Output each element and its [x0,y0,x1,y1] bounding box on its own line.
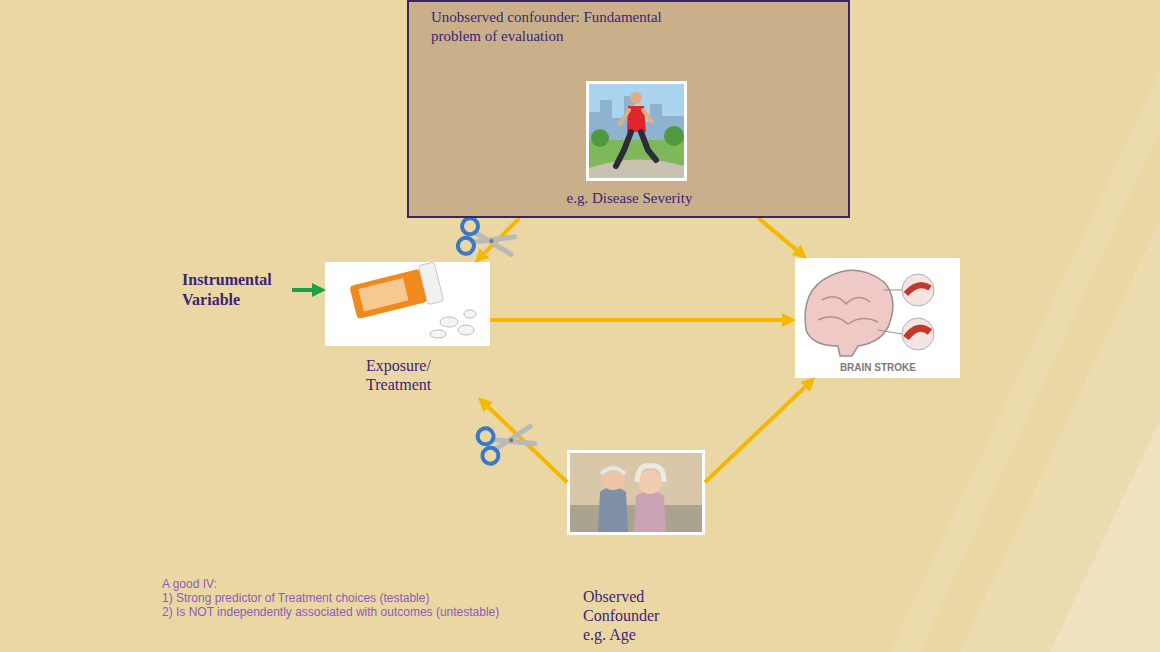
brain-stroke-picture [795,258,960,378]
brain-shape [805,270,893,356]
instrument-text: Instrumental Variable [182,270,292,310]
observed-caption: Observed Confounder e.g. Age [583,587,679,644]
notes-block: A good IV:1) Strong predictor of Treatme… [162,577,522,619]
pill [430,330,446,338]
box-heading: Unobserved confounder: Fundamental probl… [431,8,663,46]
scissors-blades [472,228,515,254]
picture-frame [795,258,960,378]
pill [464,310,476,318]
example-caption: e.g. Disease Severity [567,189,693,208]
brain-folds [818,297,878,324]
background-stripe [960,220,1160,652]
bottle-cap [418,262,443,305]
bottle-body [349,269,427,319]
picture-path [589,159,684,178]
runner-head [630,92,642,104]
notes-heading: A good IV: [162,577,522,591]
causal-arrow [490,318,782,322]
man-hair [601,468,625,474]
box-fill [407,0,850,218]
picture-sky [589,84,684,178]
woman-body [634,491,666,532]
picture-tree [591,129,609,147]
vessel-blood [906,328,930,338]
causal-arrow [705,387,805,482]
woman-head [638,470,662,494]
pill-bottle-picture [325,262,490,346]
scissors-ring [481,446,500,465]
notes-item: 2) Is NOT independently associated with … [162,605,522,619]
picture-leaders [878,290,902,334]
picture-frame [586,81,687,181]
scissors-ring [456,236,475,255]
scissors-icon [476,417,537,465]
scissors-blades [492,426,535,453]
picture-frame [567,450,705,535]
scissors-pivot [509,438,514,443]
outcome-node: BRAIN STROKE [795,258,960,378]
scissors-icon [456,217,516,263]
treatment-caption: Exposure/ Treatment [366,356,456,394]
outcome-caption: BRAIN STROKE [840,362,916,374]
causal-arrow [758,218,796,250]
vessel-view [902,274,934,306]
pill [458,325,474,335]
runner-picture [586,81,687,181]
vessel-view [902,318,934,350]
background-stripe [1050,420,1160,652]
elderly-couple-picture [567,450,705,535]
pill-bottle [349,262,444,322]
scissors-ring [476,427,495,446]
unobserved-confounder-box: Unobserved confounder: Fundamental probl… [407,0,850,218]
scissors-ring [461,217,480,236]
woman-hair [637,466,664,482]
man-head [601,466,625,490]
runner-legs [616,132,656,166]
picture-wall [570,453,702,532]
runner-arms [620,110,652,124]
instrument-label: Instrumental Variable [182,270,292,310]
notes-item: 1) Strong predictor of Treatment choices… [162,591,522,605]
picture-frame [325,262,490,346]
pill [440,317,458,327]
picture-tree [664,126,684,146]
bottle-label [358,278,408,311]
treatment-node: Exposure/ Treatment [325,262,490,398]
observed-confounder-node: Observed Confounder e.g. Age [567,450,705,646]
causal-arrow [488,407,567,482]
instrument-arrow [292,288,312,292]
man-body [598,487,628,532]
vessel-blood [906,285,930,294]
scissors-pivot [489,239,494,244]
